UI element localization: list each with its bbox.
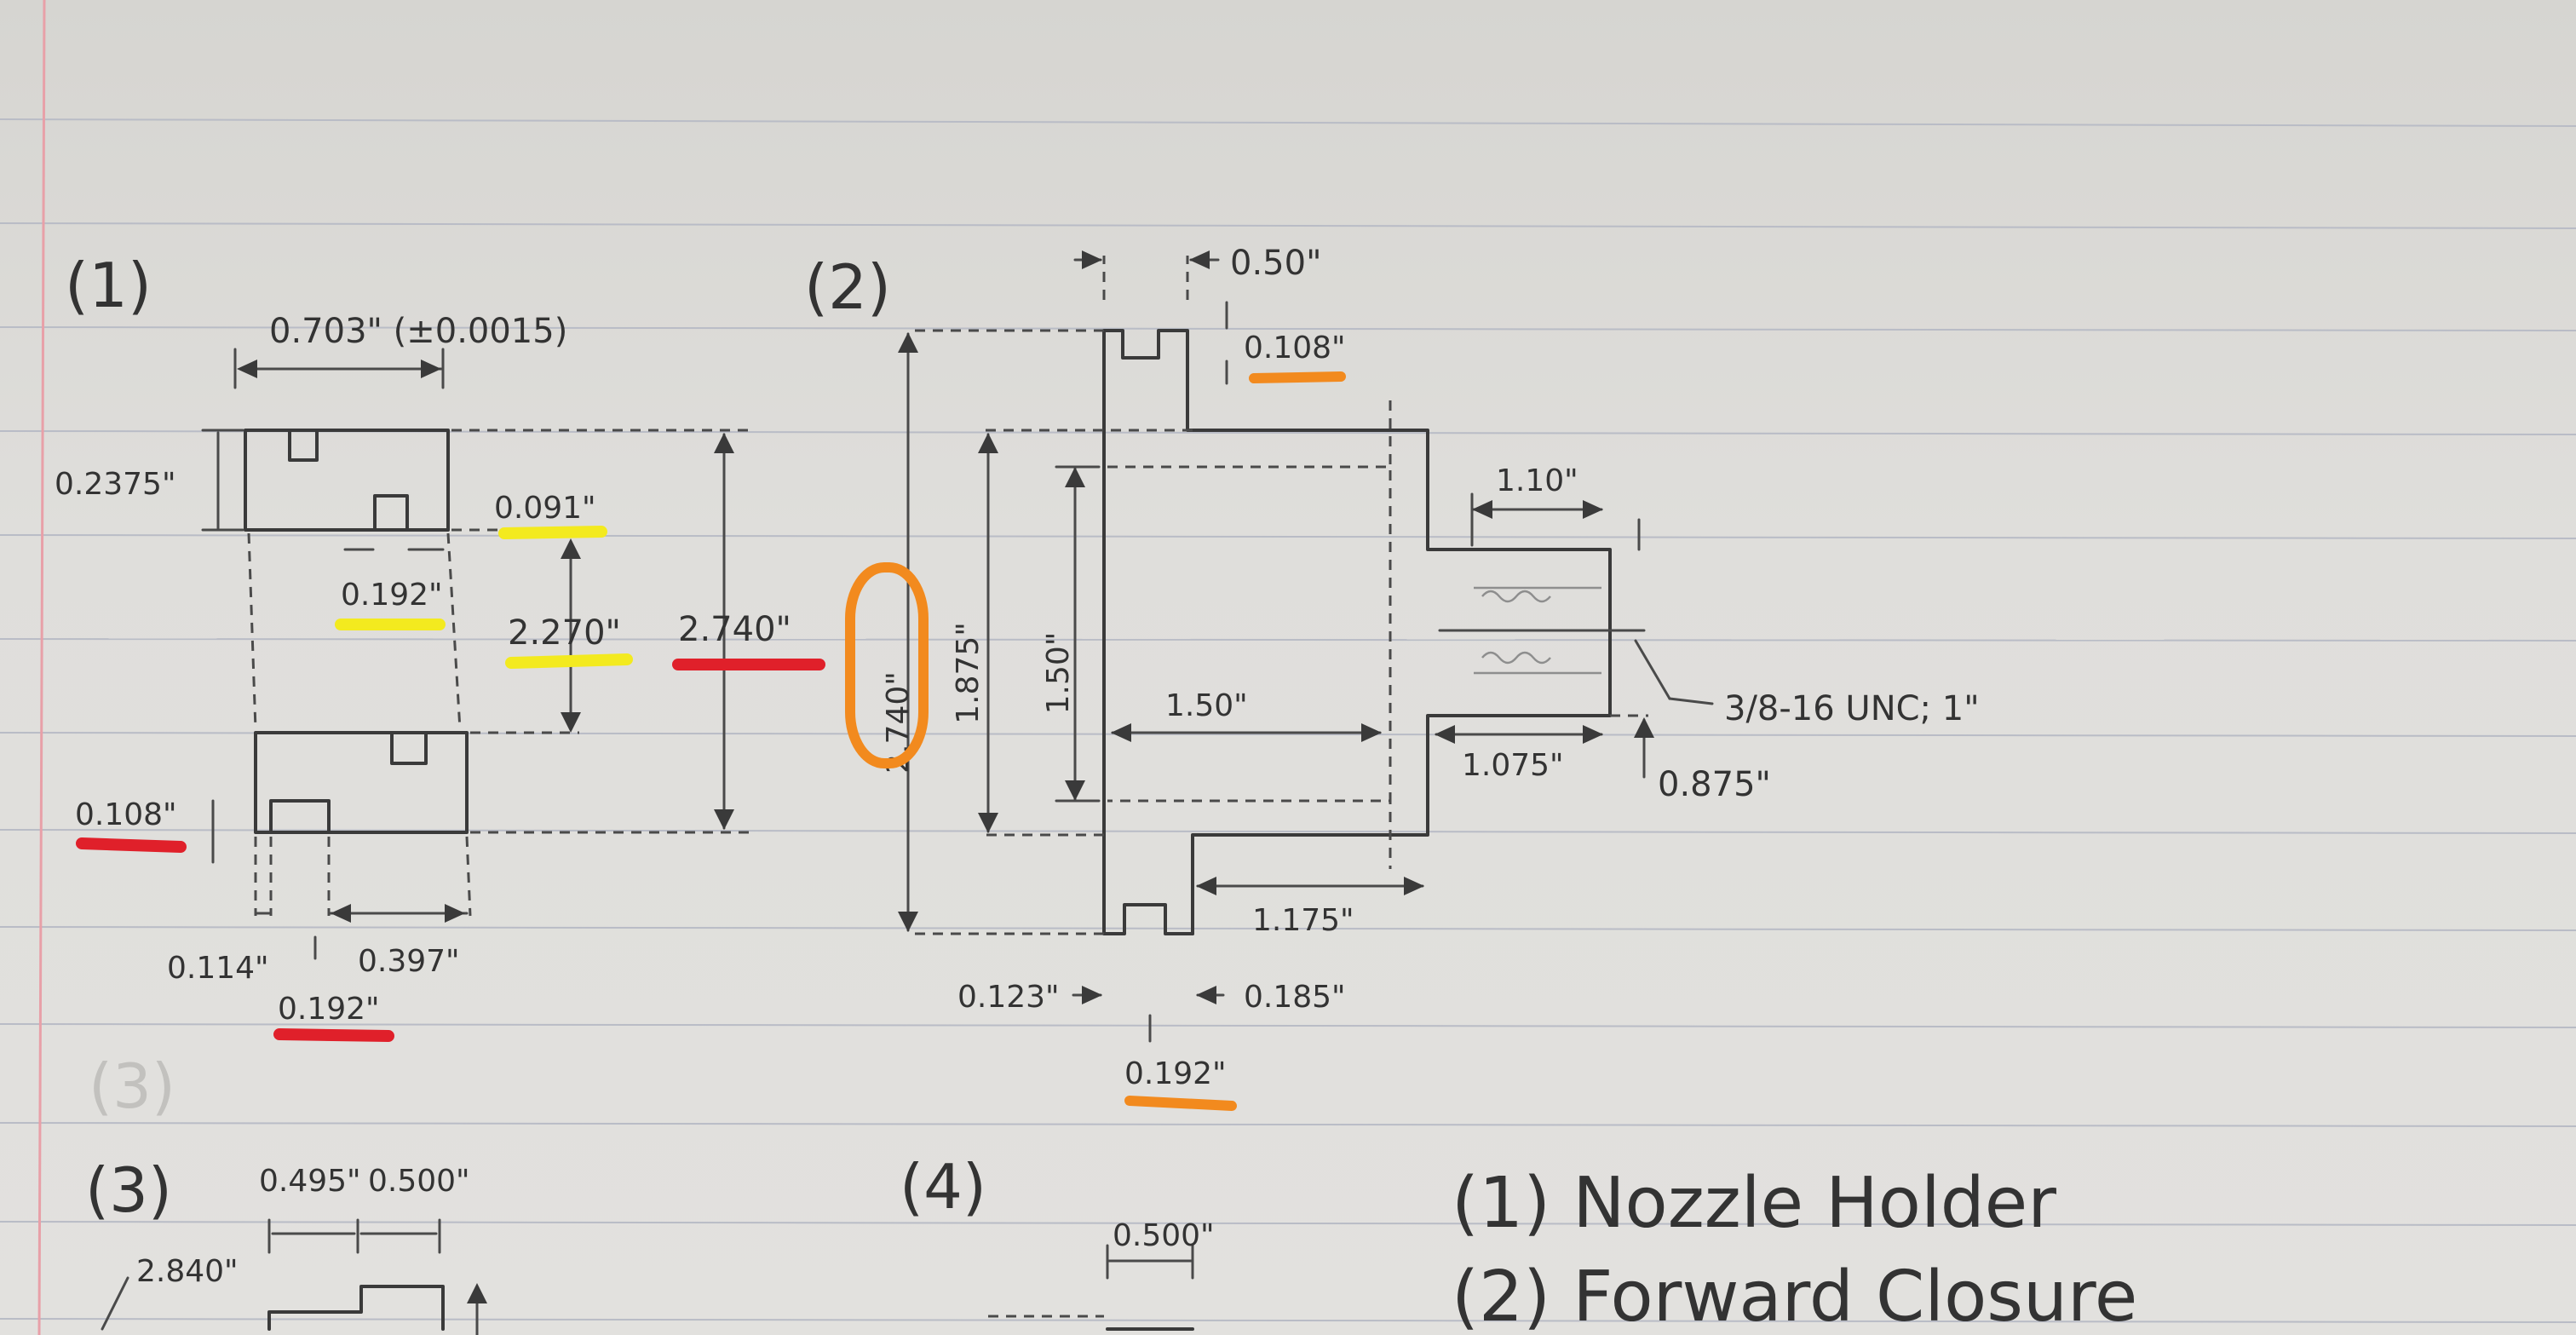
margin-line (37, 0, 46, 1335)
part2-boss-width-label: 1.10" (1496, 463, 1578, 498)
part2-boss-length-label: 1.075" (1462, 748, 1564, 783)
part1-groove-depth-label: 0.091" (494, 491, 596, 526)
part1-top-height-label: 0.2375" (55, 467, 176, 502)
part2-left-offset-label: 0.123" (957, 980, 1060, 1015)
part1-left-offset-label: 0.114" (167, 951, 269, 986)
part1-dimension-lines (201, 348, 734, 960)
part2-geometry (908, 256, 1648, 935)
part1-overall-label: 2.740" (678, 610, 791, 649)
part2-highlights (845, 371, 1346, 1111)
part2-boss-depth-label: 0.875" (1658, 765, 1771, 804)
part2-bore-height-label: 1.50" (1041, 632, 1076, 715)
part3-geometry: 0.495" 0.500" 2.840" (101, 1164, 487, 1335)
part2-thread-spec-label: 3/8-16 UNC; 1" (1724, 689, 1980, 728)
part3-label: (3) (85, 1154, 172, 1226)
legend-forward-closure: (2) Forward Closure (1452, 1257, 2137, 1335)
ruled-lines (0, 118, 2576, 1323)
part1-bottom-depth-label: 0.108" (75, 797, 177, 832)
part1-width-label: 0.703" (±0.0015) (269, 312, 567, 351)
part1-groove-width-label: 0.192" (341, 578, 443, 613)
part1-label: (1) (65, 250, 152, 321)
part2-bore-width-label: 1.50" (1165, 688, 1248, 723)
part4-label: (4) (900, 1151, 986, 1223)
part3-width2-label: 0.500" (368, 1164, 470, 1199)
part2-flange-width-label: 1.175" (1252, 903, 1354, 938)
part3-ghost-label: (3) (89, 1050, 175, 1122)
part1-right-segment-label: 0.397" (358, 944, 460, 979)
legend-nozzle-holder: (1) Nozzle Holder (1452, 1163, 2056, 1244)
part4-width-label: 0.500" (1113, 1218, 1215, 1253)
part2-dimension-lines (898, 250, 1714, 1043)
part2-right-offset-label: 0.185" (1244, 980, 1346, 1015)
part1-gap-label: 2.270" (508, 613, 621, 653)
part2-label: (2) (804, 251, 891, 323)
part4-geometry: 0.500" (988, 1218, 1215, 1331)
part2-inner-height-label: 1.875" (951, 622, 986, 724)
part1-highlights (76, 526, 825, 1042)
part2-top-width-label: 0.50" (1230, 244, 1321, 283)
part3-diameter-label: 2.840" (136, 1254, 239, 1289)
part2-dimension-text: 0.50" 0.108" 2.740" 1.875" 1.50" 1.50" 1… (881, 244, 1980, 1091)
part2-top-depth-label: 0.108" (1244, 331, 1346, 365)
part1-bottom-width-label: 0.192" (278, 992, 380, 1027)
part1-dimension-text: 0.703" (±0.0015) 0.2375" 0.091" 0.192" 2… (55, 312, 791, 1027)
part3-width1-label: 0.495" (259, 1164, 361, 1199)
part2-bottom-width-label: 0.192" (1124, 1056, 1227, 1091)
